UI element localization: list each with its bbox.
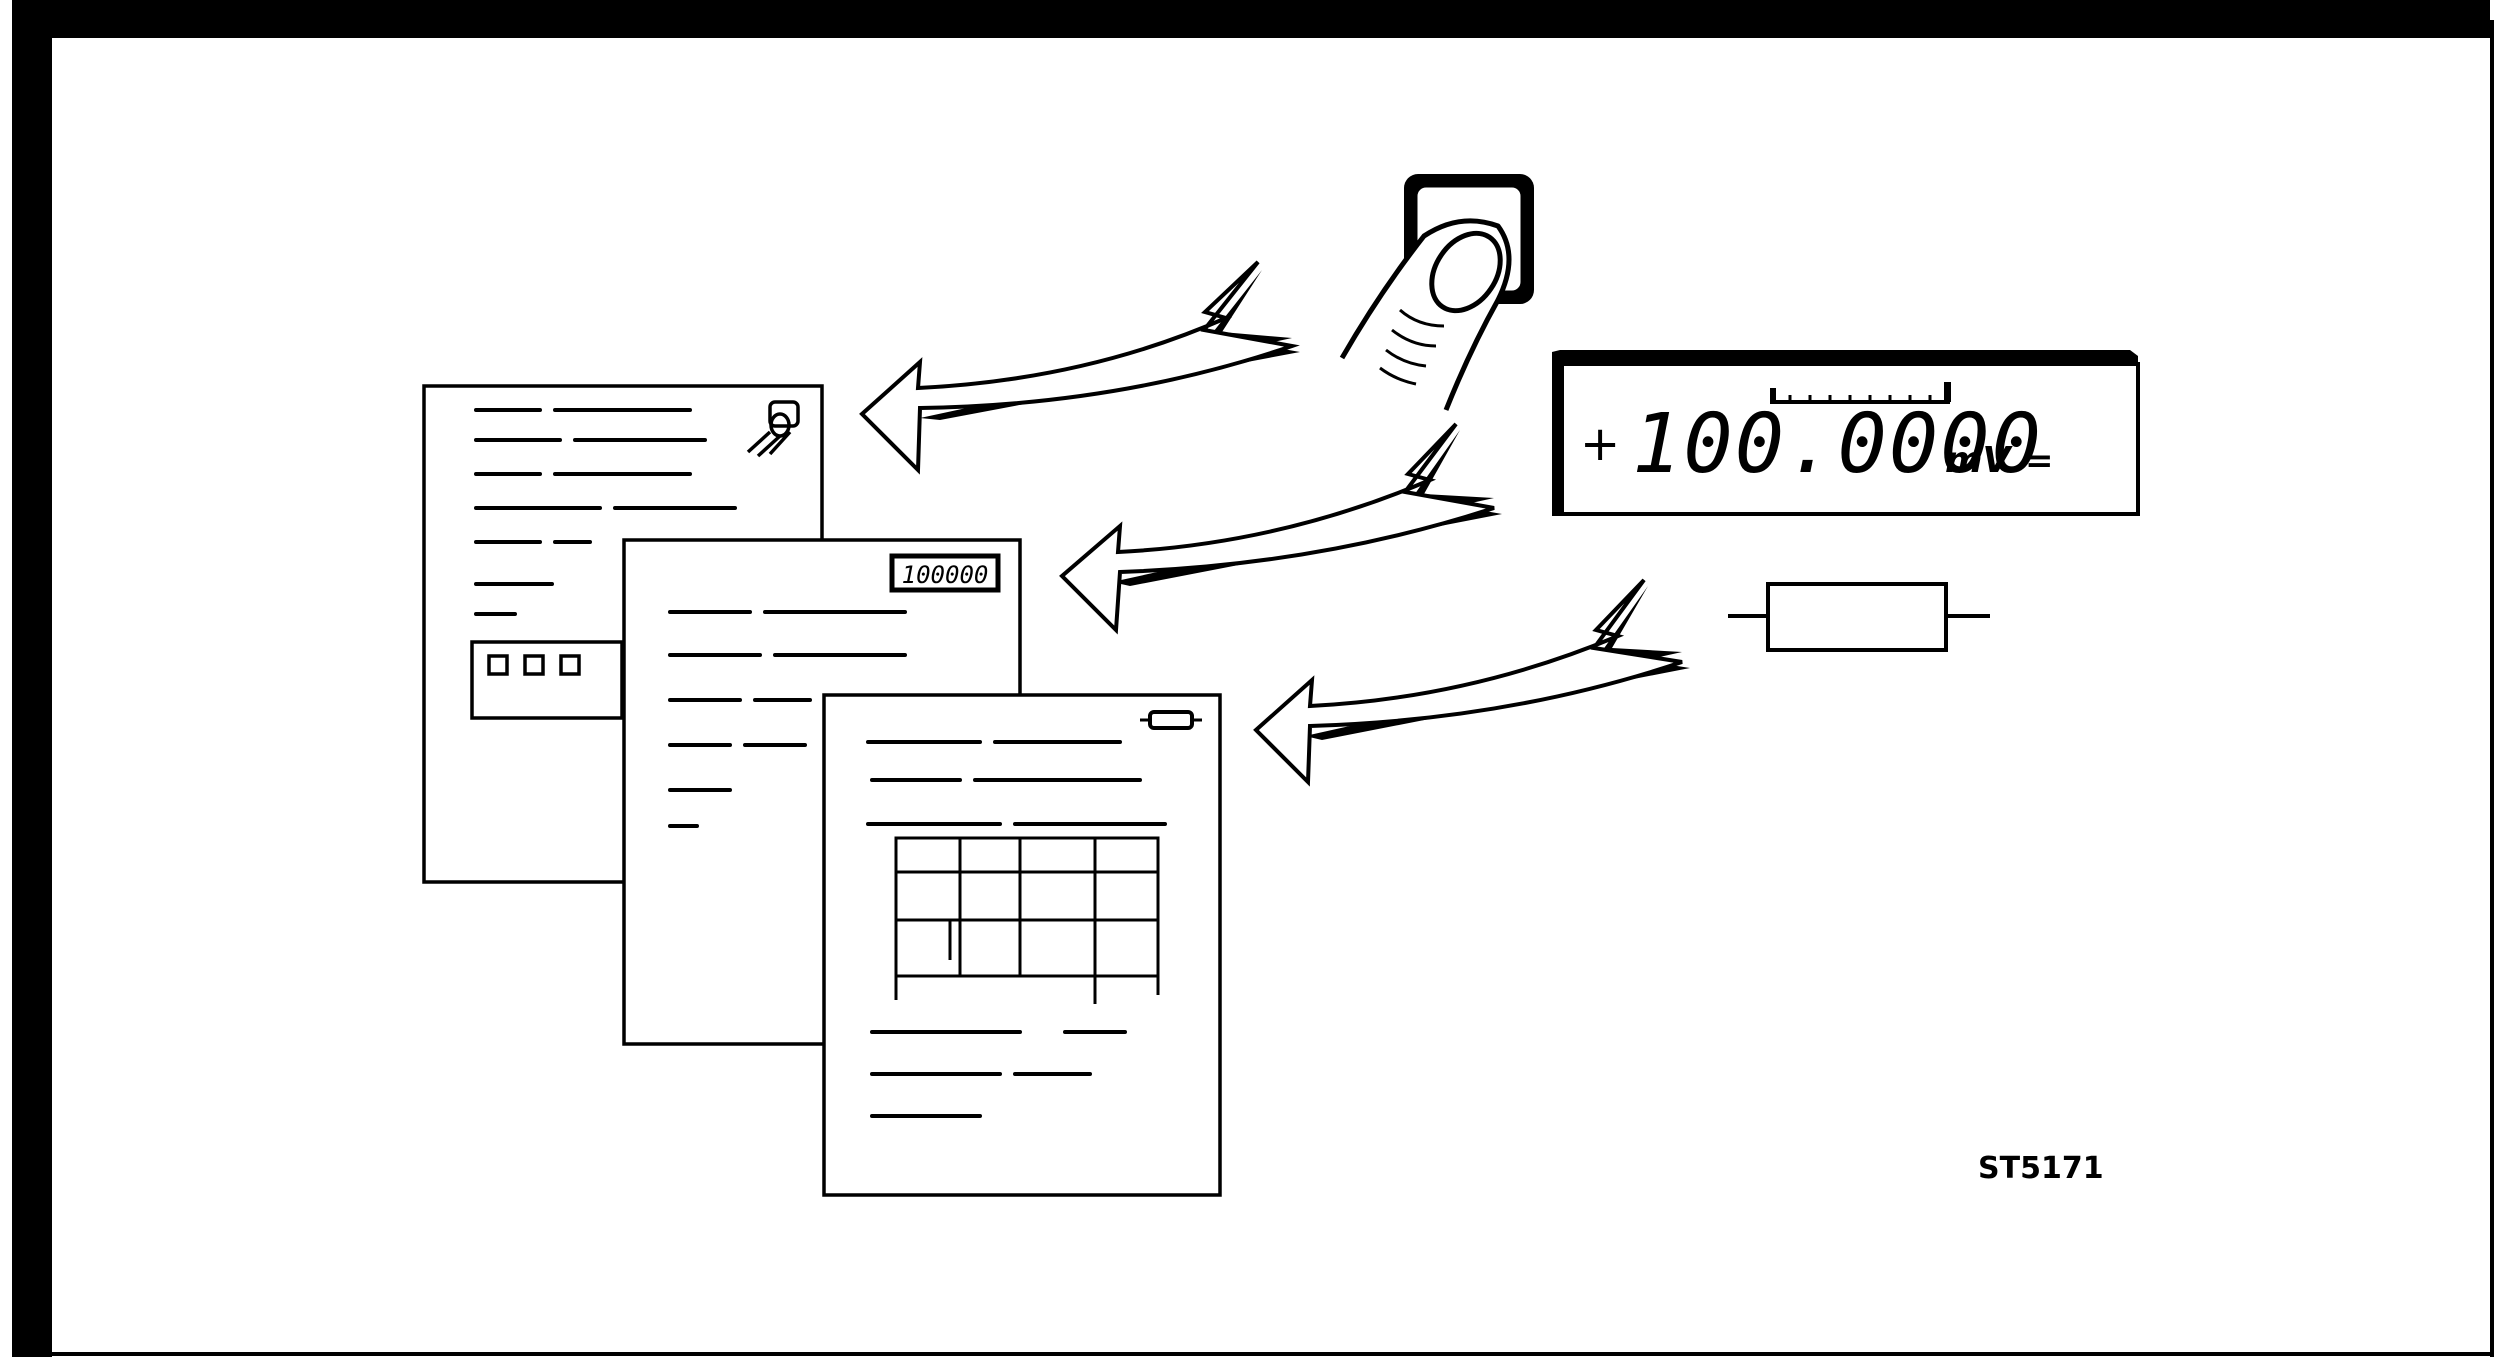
reading-value: 100.0000 <box>1632 397 2043 492</box>
key-with-finger-icon <box>1339 174 1534 411</box>
resistor-symbol <box>1728 582 1990 652</box>
arrow-key-to-procedure <box>859 260 1300 475</box>
finger-key-icon <box>746 400 800 458</box>
text-lines <box>474 408 737 616</box>
digital-display: + 100.0000 mV = <box>1552 350 2140 516</box>
mini-display-value: 100000 <box>902 561 989 589</box>
mini-display: 100000 <box>889 553 1001 593</box>
reading-dc-symbol: = <box>2025 441 2054 481</box>
reading-sign: + <box>1580 416 1620 472</box>
keypad-icon <box>470 640 624 720</box>
bargraph <box>1770 382 1951 404</box>
reading-unit: mV <box>1945 440 2014 481</box>
resistor-icon-small <box>1140 710 1202 730</box>
arrow-component-to-table <box>1253 578 1690 787</box>
figure-code: ST5171 <box>1978 1151 2104 1186</box>
data-table <box>894 836 1160 1004</box>
document-page-table <box>822 693 1222 1197</box>
text-lines <box>668 610 907 828</box>
arrow-display-to-page <box>1059 422 1502 635</box>
text-lines <box>866 740 1167 1118</box>
